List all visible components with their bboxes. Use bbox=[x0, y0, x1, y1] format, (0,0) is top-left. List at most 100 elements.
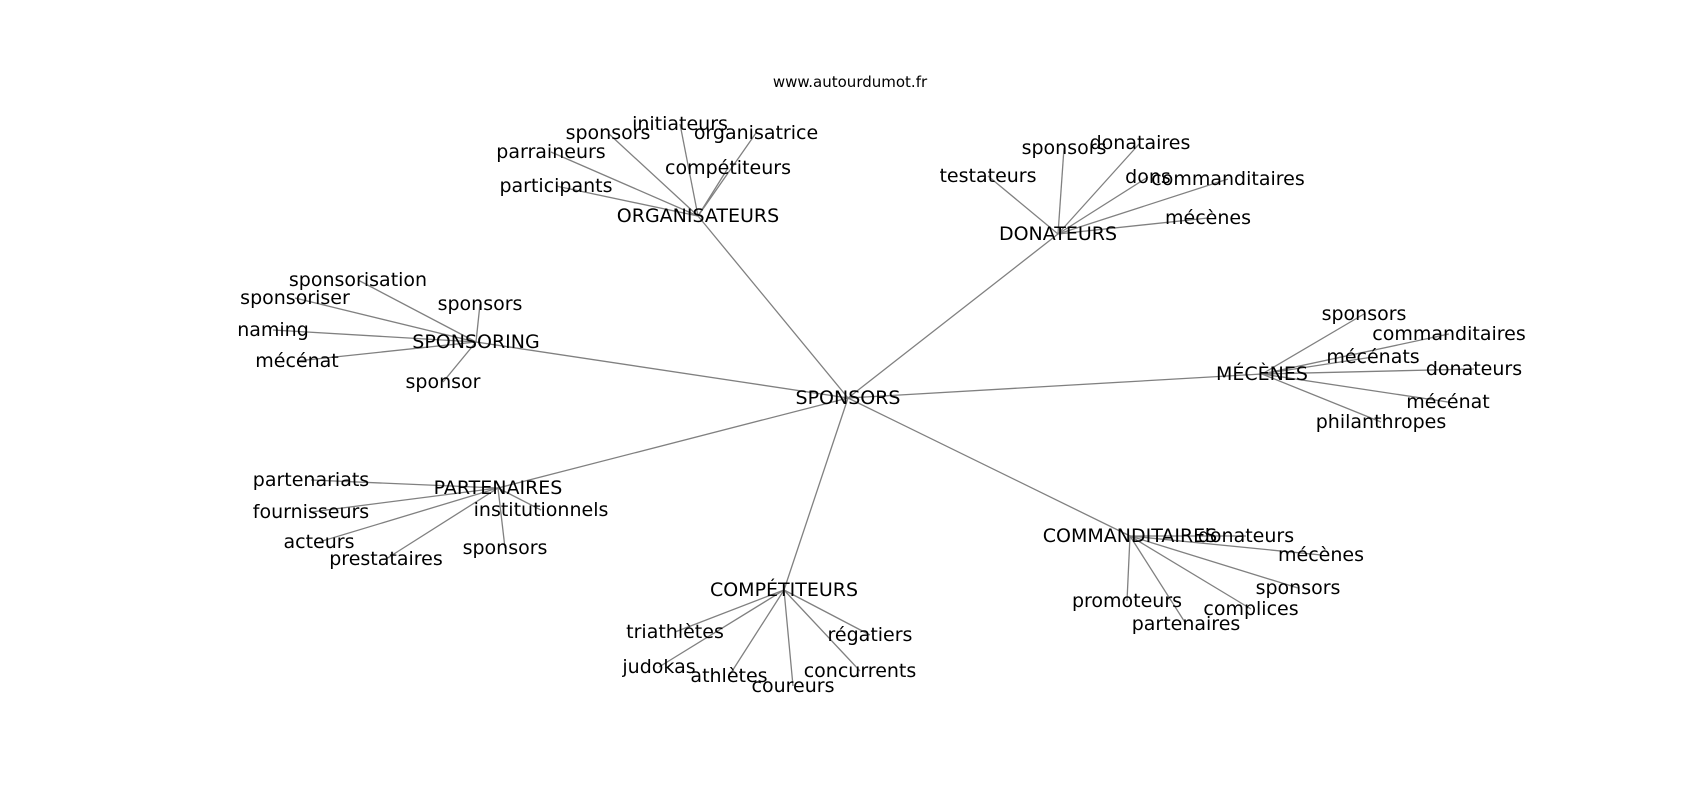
leaf-node-label: donataires bbox=[1090, 132, 1191, 154]
leaf-edge bbox=[497, 487, 542, 511]
leaf-edge bbox=[783, 589, 794, 687]
leaf-edge bbox=[1126, 535, 1131, 602]
leaf-edge bbox=[679, 123, 699, 217]
leaf-node-label: mécènes bbox=[1278, 544, 1364, 566]
leaf-node-label: acteurs bbox=[284, 531, 355, 553]
leaf-edge bbox=[1261, 333, 1450, 375]
leaf-node-label: commanditaires bbox=[1372, 323, 1525, 345]
leaf-edge bbox=[1057, 178, 1229, 235]
hub-edge bbox=[783, 397, 849, 591]
hub-node-label: ORGANISATEURS bbox=[617, 205, 779, 227]
leaf-edge bbox=[550, 151, 699, 217]
leaf-node-label: philanthropes bbox=[1316, 411, 1447, 433]
leaf-edge bbox=[1057, 217, 1209, 235]
leaf-node-label: sponsorisation bbox=[289, 269, 427, 291]
leaf-edge bbox=[555, 185, 699, 217]
leaf-edge bbox=[1261, 373, 1449, 403]
leaf-node-label: fournisseurs bbox=[253, 501, 369, 523]
leaf-node-label: participants bbox=[499, 175, 612, 197]
leaf-edge bbox=[1129, 535, 1322, 556]
source-credit: www.autourdumot.fr bbox=[773, 73, 928, 91]
leaf-node-label: testateurs bbox=[939, 165, 1036, 187]
leaf-node-label: initiateurs bbox=[632, 113, 728, 135]
leaf-node-label: sponsor bbox=[406, 371, 481, 393]
leaf-edge bbox=[385, 487, 499, 560]
leaf-node-label: prestataires bbox=[329, 548, 443, 570]
leaf-edge bbox=[1261, 368, 1475, 375]
hub-edge bbox=[847, 397, 1131, 537]
leaf-edge bbox=[658, 589, 785, 668]
leaf-node-label: partenaires bbox=[1132, 613, 1241, 635]
leaf-edge bbox=[318, 487, 499, 543]
leaf-node-label: sponsors bbox=[1322, 303, 1407, 325]
leaf-node-label: partenariats bbox=[253, 469, 369, 491]
hub-node-label: MÉCÈNES bbox=[1216, 362, 1308, 385]
leaf-edge bbox=[783, 589, 861, 672]
leaf-node-label: compétiteurs bbox=[665, 157, 791, 179]
leaf-node-label: sponsors bbox=[566, 122, 651, 144]
leaf-node-label: mécénat bbox=[255, 350, 338, 372]
hub-edge bbox=[697, 215, 849, 399]
leaf-edge bbox=[674, 589, 785, 633]
leaf-edge bbox=[357, 279, 477, 343]
center-node-label: SPONSORS bbox=[796, 387, 901, 409]
leaf-edge bbox=[697, 167, 729, 217]
leaf-node-label: concurrents bbox=[804, 660, 917, 682]
leaf-node-label: donateurs bbox=[1198, 525, 1294, 547]
leaf-edge bbox=[1129, 535, 1252, 610]
leaf-edge bbox=[1057, 176, 1149, 235]
leaf-node-label: naming bbox=[237, 319, 309, 341]
leaf-edge bbox=[1057, 142, 1141, 235]
hub-edge bbox=[847, 373, 1263, 399]
hub-node-label: SPONSORING bbox=[412, 331, 539, 353]
leaf-node-label: judokas bbox=[621, 656, 695, 678]
leaf-node-label: organisatrice bbox=[694, 122, 818, 144]
leaf-node-label: donateurs bbox=[1426, 358, 1522, 380]
graph-labels: SPONSORSORGANISATEURSinitiateurssponsors… bbox=[237, 113, 1526, 697]
leaf-node-label: athlètes bbox=[690, 665, 767, 687]
leaf-edge bbox=[607, 132, 699, 217]
leaf-edge bbox=[1057, 147, 1065, 235]
leaf-node-label: mécénats bbox=[1326, 346, 1419, 368]
leaf-edge bbox=[1261, 373, 1382, 423]
hub-node-label: DONATEURS bbox=[999, 223, 1117, 245]
hub-node-label: COMPÉTITEURS bbox=[710, 578, 858, 601]
leaf-edge bbox=[1129, 535, 1187, 625]
leaf-edge bbox=[987, 175, 1059, 235]
leaf-edge bbox=[697, 132, 757, 217]
leaf-node-label: sponsors bbox=[1256, 577, 1341, 599]
leaf-node-label: mécénat bbox=[1406, 391, 1489, 413]
leaf-edge bbox=[783, 589, 871, 636]
hub-edge bbox=[847, 233, 1059, 399]
leaf-edge bbox=[272, 329, 477, 343]
leaf-node-label: triathlètes bbox=[626, 621, 724, 643]
leaf-edge bbox=[442, 341, 477, 383]
leaf-node-label: promoteurs bbox=[1072, 590, 1182, 612]
leaf-node-label: dons bbox=[1125, 166, 1171, 188]
leaf-node-label: sponsoriser bbox=[240, 287, 350, 309]
leaf-edge bbox=[310, 479, 499, 489]
leaf-edge bbox=[1261, 356, 1374, 375]
leaf-node-label: sponsors bbox=[438, 293, 523, 315]
leaf-edge bbox=[497, 487, 506, 549]
leaf-node-label: commanditaires bbox=[1151, 168, 1304, 190]
leaf-edge bbox=[475, 303, 481, 343]
leaf-node-label: régatiers bbox=[828, 624, 913, 646]
hub-edge bbox=[475, 341, 849, 399]
leaf-node-label: mécènes bbox=[1165, 207, 1251, 229]
leaf-edge bbox=[1129, 535, 1299, 589]
leaf-node-label: complices bbox=[1203, 598, 1298, 620]
leaf-node-label: institutionnels bbox=[474, 499, 609, 521]
leaf-node-label: sponsors bbox=[463, 537, 548, 559]
graph-edges bbox=[272, 123, 1475, 687]
leaf-edge bbox=[310, 487, 499, 513]
hub-node-label: PARTENAIRES bbox=[434, 477, 563, 499]
leaf-node-label: coureurs bbox=[752, 675, 835, 697]
leaf-edge bbox=[1261, 313, 1365, 375]
leaf-edge bbox=[296, 341, 477, 362]
leaf-node-label: sponsors bbox=[1022, 137, 1107, 159]
leaf-edge bbox=[728, 589, 785, 677]
hub-node-label: COMMANDITAIRES bbox=[1043, 525, 1217, 547]
leaf-edge bbox=[294, 297, 477, 343]
